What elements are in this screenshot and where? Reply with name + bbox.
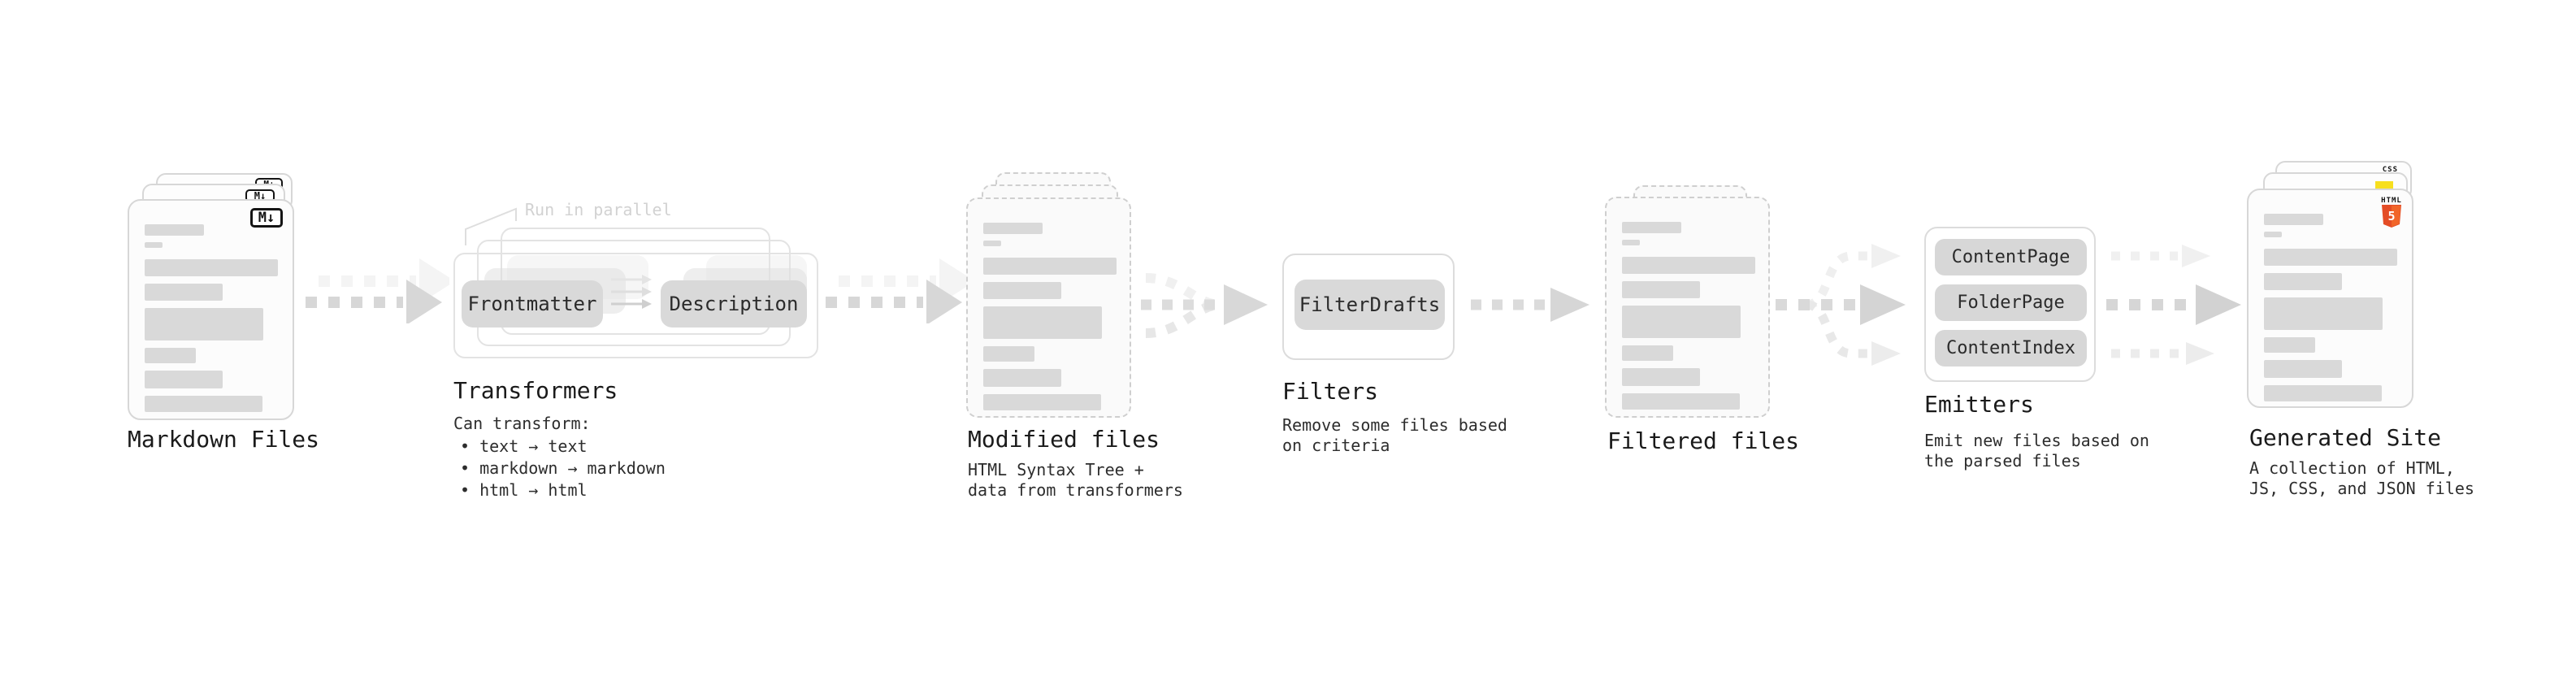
flow-arrows	[2106, 245, 2241, 365]
text-bar	[983, 306, 1102, 339]
text-bar	[145, 242, 163, 248]
text-bar	[145, 259, 278, 276]
text-bar	[2264, 297, 2383, 330]
markdown-files-label: Markdown Files	[128, 426, 320, 453]
contentpage-pill: ContentPage	[1935, 239, 2087, 275]
text-bar	[1622, 240, 1640, 245]
text-bar	[983, 223, 1043, 234]
html5-shield: 5	[2382, 205, 2401, 228]
text-bar	[1622, 222, 1681, 233]
svg-text:5: 5	[2387, 209, 2395, 223]
filters-desc: Remove some files based on criteria	[1282, 415, 1507, 456]
text-bar	[2264, 273, 2342, 290]
file-card	[966, 197, 1131, 418]
modified-files-node	[966, 172, 1137, 418]
modified-files-label: Modified files	[968, 426, 1160, 453]
text-bar	[1622, 393, 1740, 410]
generated-site-label: Generated Site	[2249, 424, 2442, 451]
markdown-icon: M↓	[250, 208, 283, 228]
text-bar	[145, 224, 204, 236]
emitters-box: ContentPage FolderPage ContentIndex	[1924, 227, 2096, 382]
text-bar	[1622, 306, 1741, 338]
text-bar	[145, 371, 223, 388]
text-bar	[145, 308, 263, 340]
text-bar	[983, 241, 1001, 246]
desc-line: the parsed files	[1924, 451, 2081, 471]
contentindex-pill: ContentIndex	[1935, 330, 2087, 367]
filtered-files-node	[1605, 185, 1772, 419]
desc-line: Remove some files based	[1282, 415, 1507, 435]
filters-box: FilterDrafts	[1282, 254, 1455, 360]
text-bar	[2264, 214, 2323, 225]
transformer-box-front	[453, 253, 818, 358]
flow-arrow	[306, 258, 449, 323]
generated-site-desc: A collection of HTML, JS, CSS, and JSON …	[2249, 458, 2474, 499]
text-bar	[2264, 249, 2397, 266]
transformers-intro: Can transform:	[453, 414, 591, 433]
text-bar	[2264, 385, 2382, 401]
html5-label: HTML	[2381, 197, 2402, 205]
text-bar	[1622, 257, 1755, 274]
filters-label: Filters	[1282, 378, 1379, 405]
emitters-label: Emitters	[1924, 391, 2034, 418]
fanout-arrow	[1776, 244, 1906, 366]
desc-line: data from transformers	[968, 480, 1183, 500]
text-bar	[1622, 345, 1673, 361]
text-bar	[1622, 281, 1700, 298]
html5-icon: HTML 5	[2381, 197, 2402, 228]
file-card	[1605, 197, 1770, 418]
callout-line	[465, 207, 517, 245]
text-bar	[1622, 368, 1700, 386]
file-card: HTML 5	[2247, 189, 2413, 408]
file-card: M↓	[128, 199, 294, 420]
pill-arrows	[611, 275, 652, 309]
markdown-files-node: M↓ M↓ M↓	[128, 173, 298, 420]
generated-site-node: CSS HTML 5	[2247, 161, 2418, 410]
desc-line: HTML Syntax Tree +	[968, 460, 1144, 479]
flow-arrow	[1471, 288, 1589, 322]
desc-line: JS, CSS, and JSON files	[2249, 479, 2474, 498]
description-pill: Description	[661, 280, 807, 327]
modified-files-desc: HTML Syntax Tree + data from transformer…	[968, 460, 1183, 501]
transform-item: • text → text	[460, 436, 588, 456]
filtered-files-label: Filtered files	[1607, 427, 1800, 454]
text-bar	[2264, 232, 2282, 237]
flow-arrow	[826, 258, 969, 323]
text-bar	[983, 258, 1117, 275]
transform-item: • markdown → markdown	[460, 458, 666, 478]
folderpage-pill: FolderPage	[1935, 284, 2087, 321]
frontmatter-pill: Frontmatter	[462, 280, 603, 327]
parallel-note: Run in parallel	[525, 200, 672, 219]
text-bar	[983, 346, 1034, 362]
transform-item: • html → html	[460, 480, 588, 500]
text-bar	[2264, 360, 2342, 378]
filterdrafts-pill: FilterDrafts	[1295, 280, 1445, 330]
css-label: CSS	[2382, 166, 2398, 174]
text-bar	[145, 396, 262, 412]
desc-line: Emit new files based on	[1924, 431, 2149, 450]
text-bar	[2264, 337, 2315, 353]
text-bar	[983, 282, 1061, 299]
transformers-list: • text → text • markdown → markdown • ht…	[460, 436, 666, 501]
transformers-label: Transformers	[453, 377, 618, 404]
text-bar	[983, 394, 1101, 410]
desc-line: on criteria	[1282, 436, 1390, 455]
text-bar	[145, 348, 196, 363]
js-icon	[2375, 181, 2393, 189]
text-bar	[983, 369, 1061, 387]
converge-arrow	[1141, 273, 1268, 338]
text-bar	[145, 284, 223, 301]
emitters-desc: Emit new files based on the parsed files	[1924, 431, 2149, 471]
desc-line: A collection of HTML,	[2249, 458, 2455, 478]
